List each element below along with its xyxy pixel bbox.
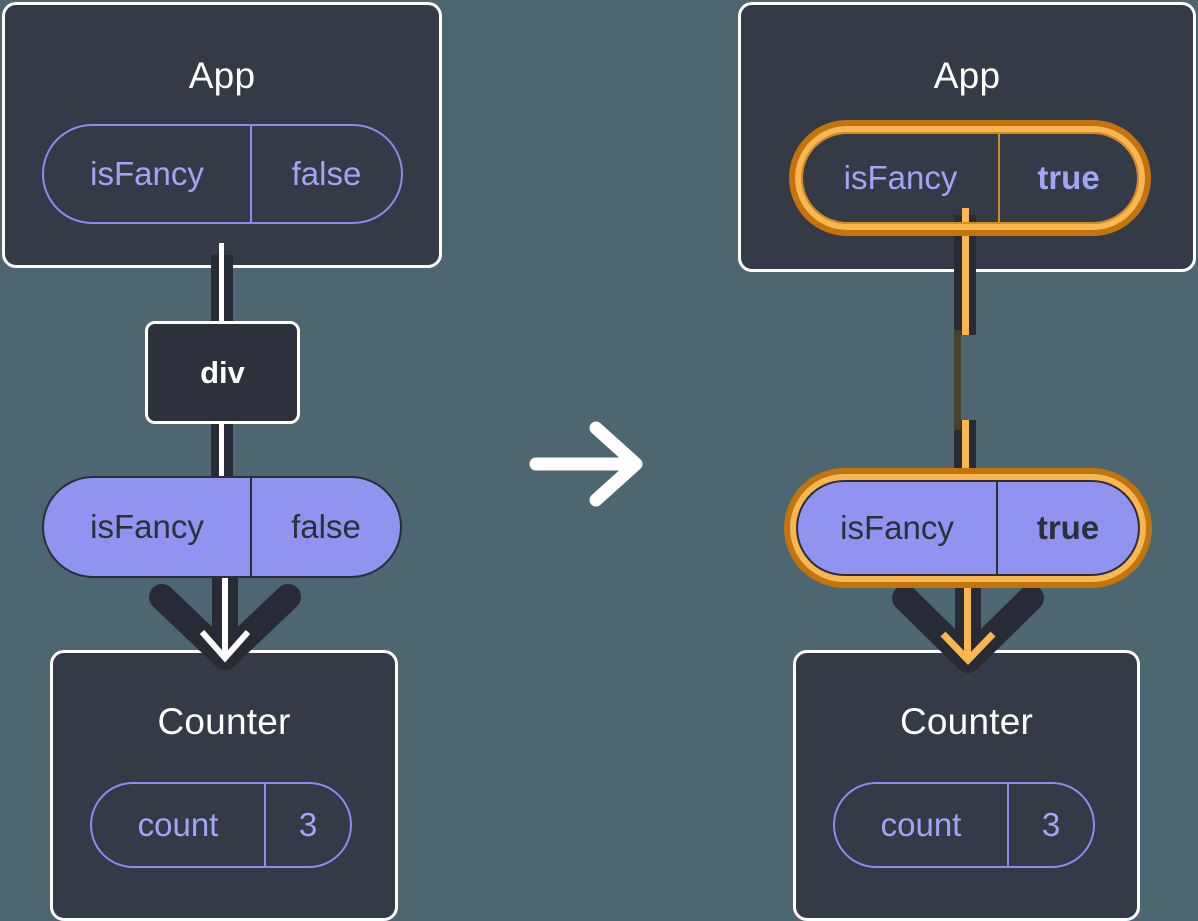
prop-pill-isfancy[interactable]: isFancy true [796,480,1140,576]
right-arrow-icon [529,421,643,507]
state-pill-value: 3 [264,784,350,866]
component-title-app: App [933,55,1001,96]
prop-pill-value: true [996,482,1138,574]
arrow-prop-to-counter-accent [199,560,251,663]
edge-div-to-prop-thin [219,420,224,490]
panel-after: App isFancy true div isFancy true [599,0,1198,921]
prop-pill-key: isFancy [90,508,204,545]
state-pill-isfancy-app[interactable]: isFancy true [801,132,1139,224]
edge-through-div-thin [954,330,961,430]
panel-before: App isFancy false div isFancy false [2,2,442,921]
edge-app-to-div-thin [962,208,969,335]
component-title-app: App [188,55,256,96]
prop-pill-key: isFancy [840,509,954,546]
state-pill-key: count [880,806,962,843]
state-pill-isfancy-app[interactable]: isFancy false [42,124,403,224]
component-title-counter: Counter [899,701,1034,742]
prop-pill-value: false [250,478,400,576]
element-label-div: div [200,354,245,390]
state-pill-key: count [137,806,219,843]
edge-div-to-prop-thin [962,420,969,492]
edge-app-to-div-thin [219,243,224,335]
state-pill-count-counter[interactable]: count 3 [90,782,352,868]
arrow-prop-to-counter-accent [940,560,996,666]
state-pill-value: 3 [1007,784,1093,866]
state-pill-key: isFancy [90,155,204,192]
prop-pill-isfancy[interactable]: isFancy false [42,476,402,578]
state-pill-key: isFancy [843,159,958,196]
state-pill-value: true [998,134,1137,222]
component-title-counter: Counter [157,701,291,742]
state-pill-count-counter[interactable]: count 3 [833,782,1095,868]
element-box-div[interactable]: div [145,321,300,424]
state-pill-value: false [250,126,401,222]
